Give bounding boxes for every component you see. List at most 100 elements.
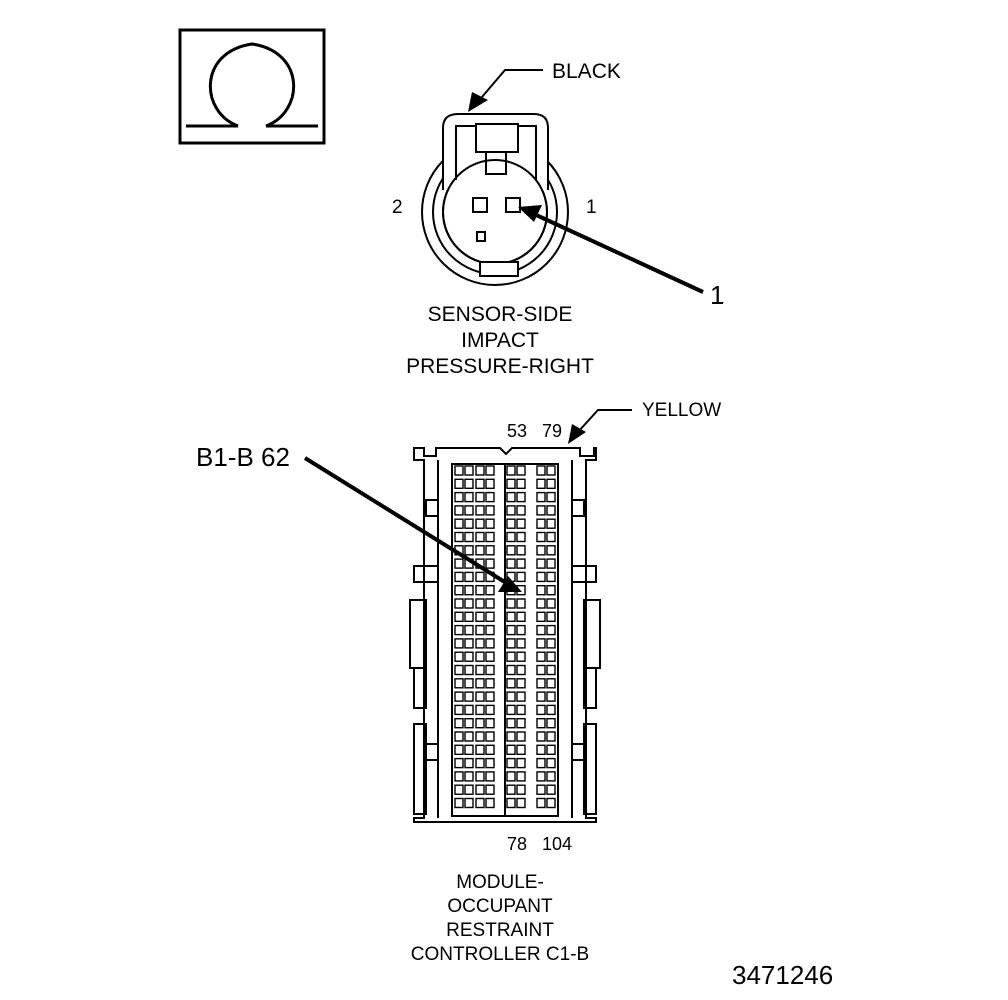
pin-cavity [506,478,516,489]
pin-cavity [546,638,556,649]
module-caption-line-3: RESTRAINT [446,920,554,941]
pin-cavity [464,518,474,529]
module-caption-line-1: MODULE- [456,872,544,893]
pin-cavity [516,518,526,529]
callout-b1-b62-label: B1-B 62 [196,442,290,472]
pin-cavity [546,585,556,596]
pin-cavity [506,691,516,702]
pin-cavity [475,704,485,716]
pin-cavity [546,757,556,769]
pin-cavity [485,691,495,702]
yellow-leader [568,409,632,444]
sensor-caption-line-1: SENSOR-SIDE [427,303,573,326]
pin-cavity [475,731,485,742]
pin-cavity [475,784,485,795]
pin-cavity [536,491,546,503]
pin-cavity [546,531,556,543]
pin-cavity [475,691,485,702]
black-leader [468,69,543,112]
pin-cavity [536,664,546,676]
pin-cavity [464,704,474,716]
figure-number: 3471246 [732,960,834,990]
pin-cavity [454,638,464,649]
pin-cavity [454,757,464,769]
pin-cavity [506,664,516,676]
pin-cavity [485,704,495,716]
pin-cavity [485,558,495,569]
pin-cavity [475,771,485,782]
pin-cavity [485,757,495,769]
pin-cavity [475,545,485,556]
pin-cavity [485,718,495,729]
pin-cavity [485,545,495,556]
pin-cavity [546,624,556,636]
pin-cavity [506,505,516,516]
pin-cavity [485,598,495,609]
pin-cavity [536,651,546,662]
pin-cavity [546,491,556,503]
pin-cavity [546,558,556,569]
pin-cavity [454,771,464,782]
sensor-connector [421,113,569,286]
pin-cavity [464,611,474,622]
pin-cavity [464,545,474,556]
pin-cavity [464,585,474,596]
pin-cavity [464,718,474,729]
pin-cavity [475,571,485,583]
pin-cavity [506,797,516,809]
pin-cavity [516,771,526,782]
pin-cavity [464,478,474,489]
pin-cavity [454,531,464,543]
module-pin-grid [454,465,556,809]
pin-cavity [506,558,516,569]
pin-cavity [536,505,546,516]
pin-cavity [506,784,516,795]
pin-cavity [546,691,556,702]
pin-cavity [475,797,485,809]
pin-cavity [506,598,516,609]
pin-cavity [454,651,464,662]
pin-cavity [475,598,485,609]
pin-cavity [516,611,526,622]
pin-cavity [546,784,556,795]
pin-cavity [485,664,495,676]
pin-cavity [536,518,546,529]
pin-cavity [546,797,556,809]
pin-cavity [546,465,556,476]
pin-cavity [546,664,556,676]
pin-cavity [506,771,516,782]
pin-cavity [536,691,546,702]
module-connector [409,447,601,823]
sensor-caption-line-3: PRESSURE-RIGHT [406,355,594,378]
pin-cavity [516,797,526,809]
pin-cavity [485,531,495,543]
pin-cavity [475,664,485,676]
pin-cavity [506,518,516,529]
pin-cavity [516,558,526,569]
pin-cavity [485,678,495,689]
pin-cavity [506,651,516,662]
pin-cavity [454,465,464,476]
pin-cavity [536,558,546,569]
pin-cavity [516,757,526,769]
pin-cavity [506,757,516,769]
pin-cavity [546,611,556,622]
pin-cavity [464,571,474,583]
pin-cavity [516,784,526,795]
pin-cavity [475,465,485,476]
pin-cavity [546,744,556,755]
pin-2-label: 2 [392,197,403,218]
pin-cavity [475,638,485,649]
pin-cavity [475,651,485,662]
pin-cavity [536,585,546,596]
callout-1-label: 1 [710,280,725,310]
pin-cavity [475,505,485,516]
pin-cavity [546,598,556,609]
pin-cavity [506,491,516,503]
pin-cavity [464,757,474,769]
sensor-caption: SENSOR-SIDE IMPACT PRESSURE-RIGHT [380,302,620,380]
pin-cavity [475,718,485,729]
pin-cavity [516,491,526,503]
pin-cavity [485,611,495,622]
